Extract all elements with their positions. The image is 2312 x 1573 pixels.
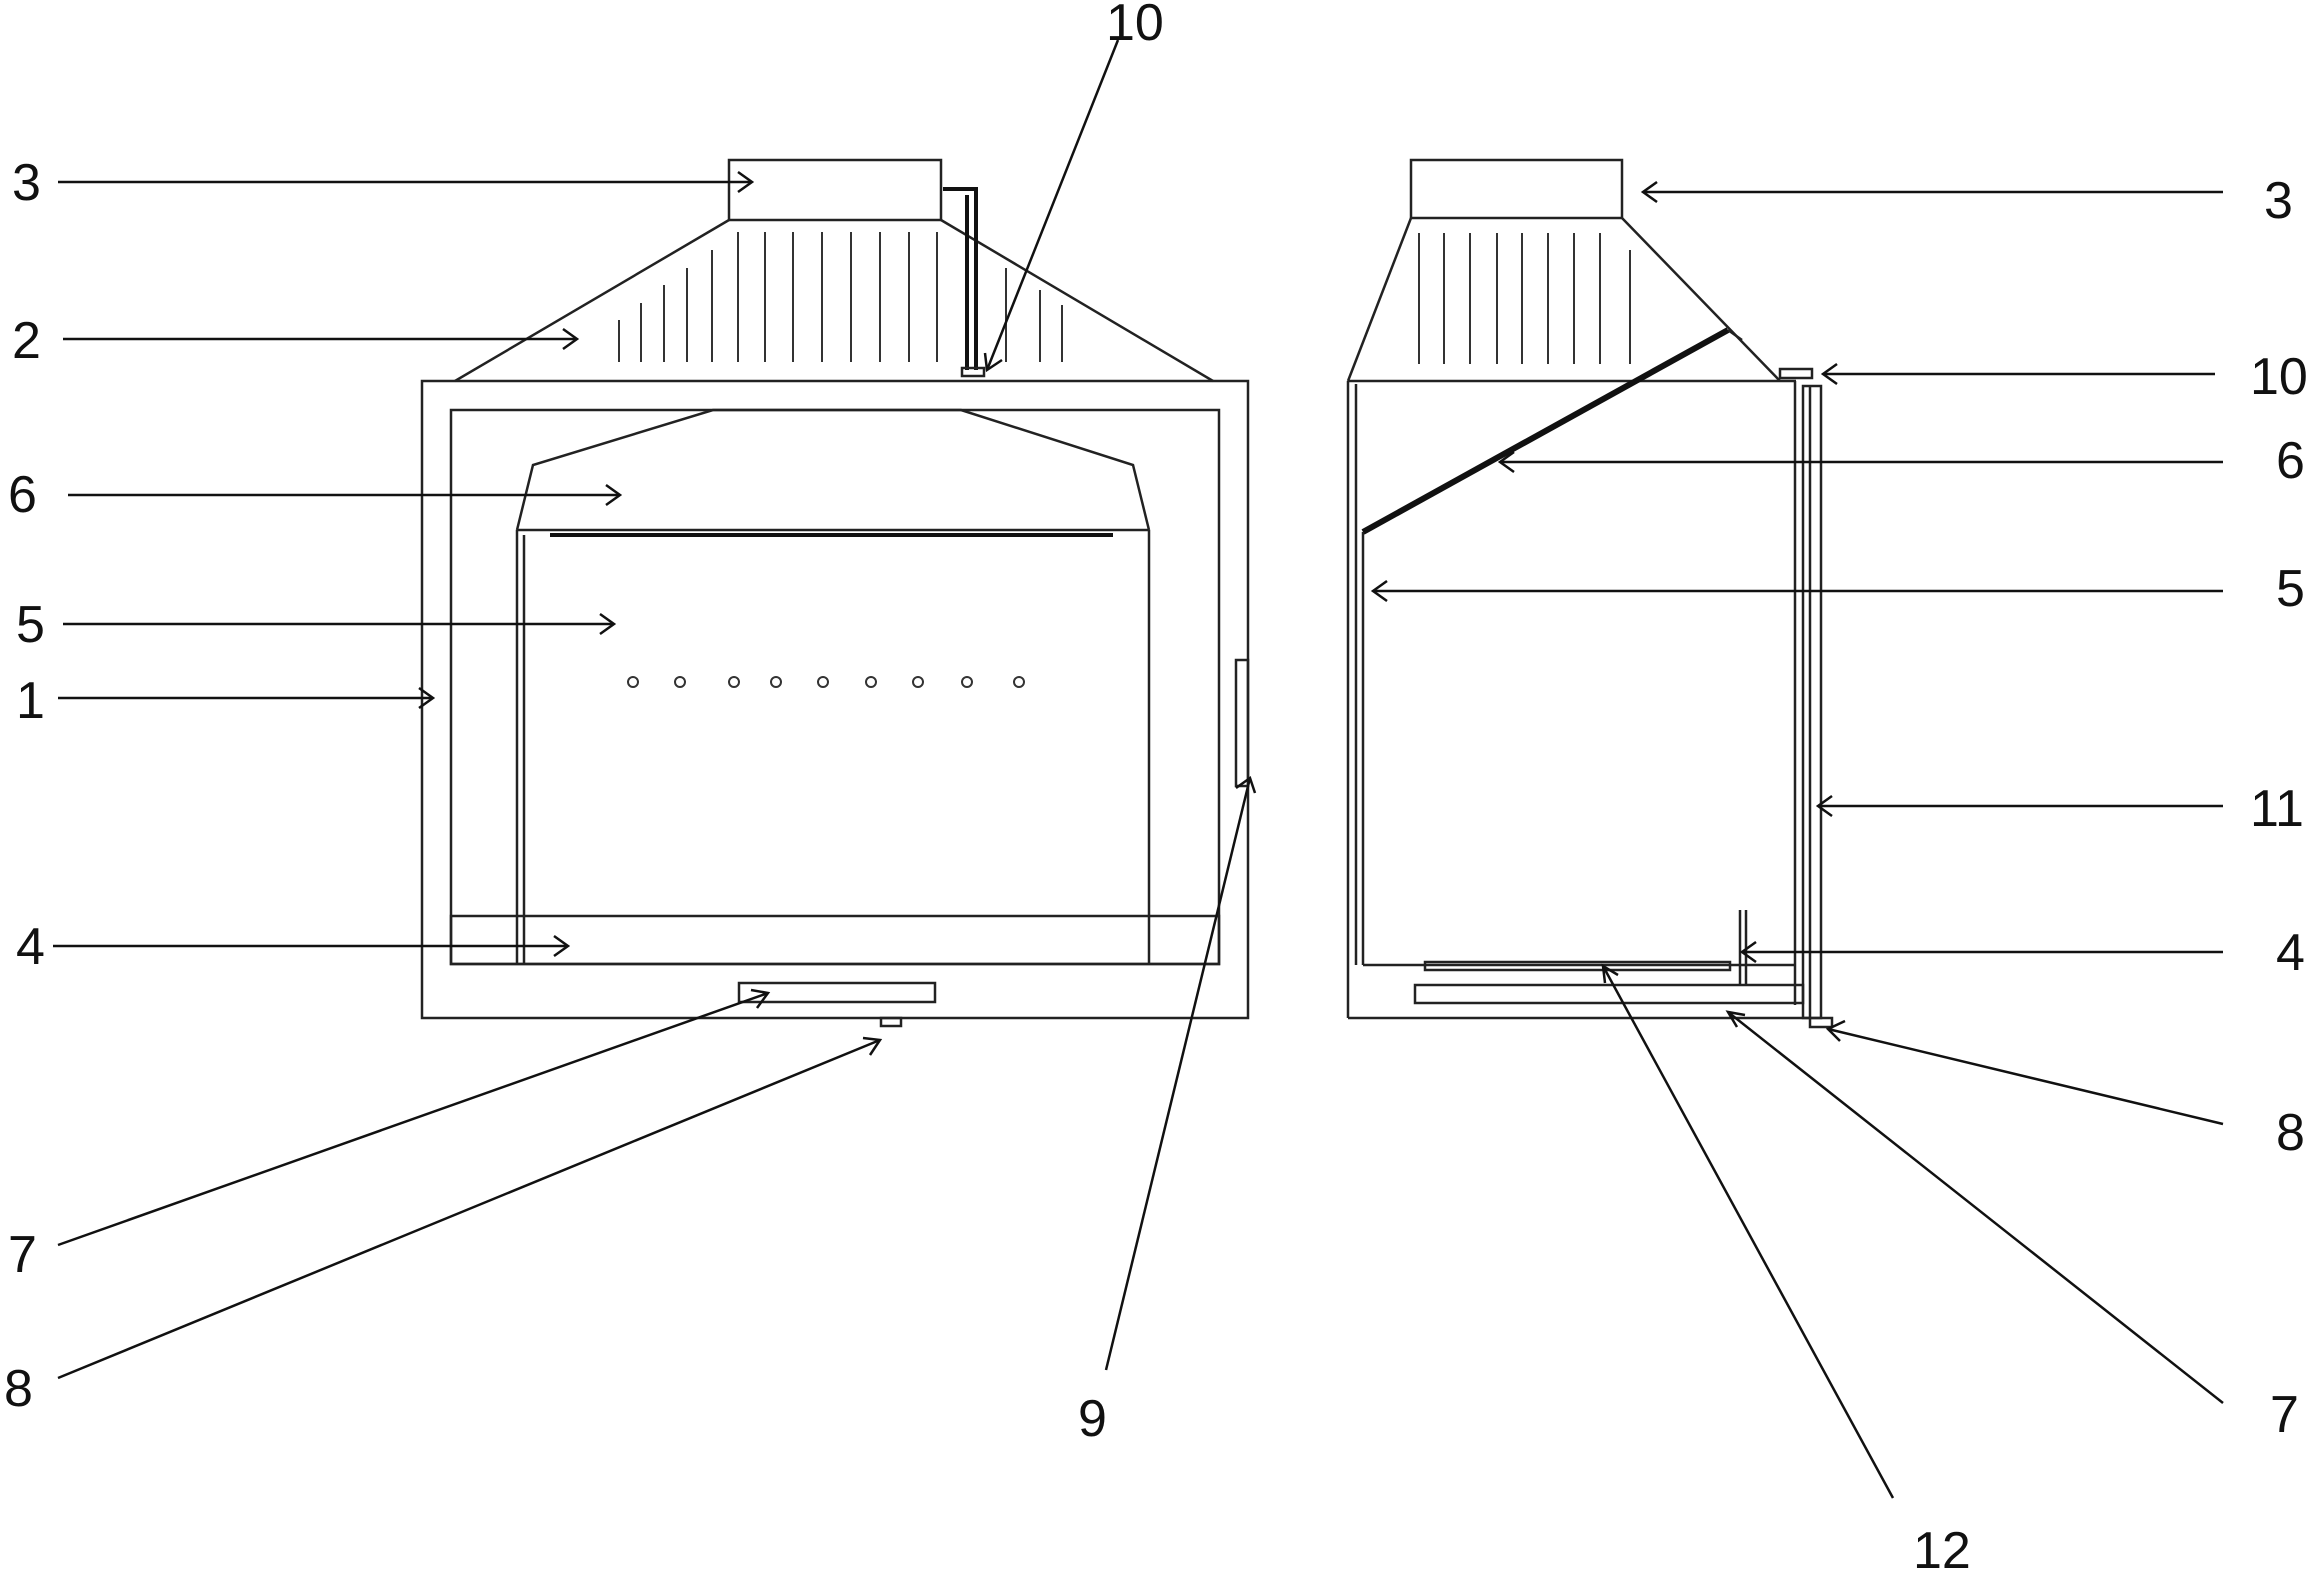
side-hood	[1346, 217, 1781, 382]
front-label-9: 9	[1078, 1390, 1107, 1448]
front-air-holes	[627, 676, 1025, 688]
side-label-11: 11	[2250, 780, 2304, 838]
side-label-12: 12	[1913, 1522, 1971, 1573]
front-leader-lines	[53, 39, 1257, 1380]
front-foot	[879, 1016, 903, 1028]
side-firebox-liner	[1354, 384, 1795, 967]
side-label-6: 6	[2276, 432, 2305, 490]
side-ash-pan	[1413, 983, 1805, 1005]
side-door-hinge	[1778, 367, 1814, 380]
front-label-5: 5	[16, 596, 45, 654]
front-view: 3 2 6 5 1 4 7 8 9 10	[4, 0, 1257, 1448]
side-label-8: 8	[2276, 1104, 2305, 1162]
front-ash-pan	[737, 981, 937, 1004]
front-hood	[454, 218, 1214, 383]
front-label-6: 6	[8, 466, 37, 524]
side-callout-labels: 3 10 6 5 11 4 8 7 12	[1913, 172, 2308, 1573]
front-body	[420, 379, 1250, 1020]
side-label-10: 10	[2250, 348, 2308, 406]
side-label-4: 4	[2276, 924, 2305, 982]
front-flue-collar	[727, 158, 943, 222]
front-label-7: 7	[8, 1226, 37, 1284]
front-label-4: 4	[16, 918, 45, 976]
front-baffle	[515, 408, 1151, 537]
side-leader-lines	[1370, 180, 2224, 1499]
side-baffle	[1361, 327, 1743, 535]
front-door-handle	[1234, 658, 1250, 788]
side-label-7: 7	[2270, 1386, 2299, 1444]
front-label-3: 3	[12, 154, 41, 212]
front-hood-fins	[618, 232, 1063, 362]
front-callout-labels: 3 2 6 5 1 4 7 8 9 10	[4, 0, 1164, 1448]
front-grate	[449, 914, 1221, 966]
side-hood-fins	[1418, 233, 1631, 364]
side-door	[1801, 384, 1823, 1020]
side-flue-collar	[1409, 158, 1624, 220]
front-firebox-liner	[515, 530, 1151, 964]
front-label-2: 2	[12, 312, 41, 370]
front-label-10: 10	[1106, 0, 1164, 52]
side-label-3: 3	[2264, 172, 2293, 230]
front-damper-rod	[943, 187, 986, 378]
side-grate	[1423, 910, 1748, 985]
front-label-1: 1	[16, 672, 45, 730]
side-view: 3 10 6 5 11 4 8 7 12	[1346, 158, 2308, 1573]
side-label-5: 5	[2276, 560, 2305, 618]
side-foot	[1808, 1016, 1834, 1029]
front-label-8: 8	[4, 1360, 33, 1418]
